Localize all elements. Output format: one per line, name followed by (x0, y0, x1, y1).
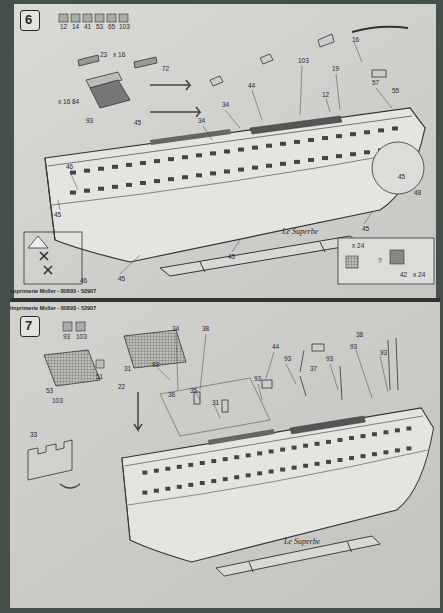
callout-number: 53 (46, 388, 53, 395)
callout-number: 65 (108, 24, 115, 31)
callout-number: 31 (124, 366, 131, 373)
hull-step7 (122, 408, 434, 576)
callout-number: 31 (212, 400, 219, 407)
callout-number: 103 (52, 398, 63, 405)
callout-number: 93 (254, 376, 261, 383)
callout-number: 55 (392, 88, 399, 95)
callout-number: 45 (398, 174, 405, 181)
callout-number: 93 (284, 356, 291, 363)
callout-number: 53 (96, 24, 103, 31)
step-number: 6 (21, 11, 39, 28)
callout-number: 33 (30, 432, 37, 439)
callout-number: x 16 (113, 52, 125, 59)
callout-number: 45 (118, 276, 125, 283)
callout-number: 103 (298, 58, 309, 65)
callout-number: 103 (76, 334, 87, 341)
callout-number: 23 (100, 52, 107, 59)
callout-number: 14 (72, 24, 79, 31)
callout-number: 34 (198, 118, 205, 125)
callout-number: x 24 (413, 272, 425, 279)
callout-number: 12 (322, 92, 329, 99)
step-number: 7 (21, 317, 39, 334)
callout-number: 103 (119, 24, 130, 31)
callout-number: 16 (352, 37, 359, 44)
printer-note: Imprimerie Moller - 80893 - 52907 (10, 289, 96, 295)
callout-number: 45 (54, 212, 61, 219)
callout-number: 45 (134, 120, 141, 127)
callout-number: 93 (350, 344, 357, 351)
callout-number: 48 (414, 190, 421, 197)
callout-number: 46 (66, 164, 73, 171)
step-number-box: 6 (20, 10, 40, 31)
callout-number: 46 (80, 278, 87, 285)
callout-number: 51 (96, 374, 103, 381)
callout-number: 41 (84, 24, 91, 31)
callout-number: 37 (310, 366, 317, 373)
callout-number: 35 (190, 388, 197, 395)
callout-number: 38 (202, 326, 209, 333)
callout-number: 36 (168, 392, 175, 399)
callout-number: x 24 (352, 243, 364, 250)
callout-number: 93 (63, 334, 70, 341)
ship-name: Le Superbe (284, 538, 320, 546)
ship-name: Le Superbe (282, 228, 318, 236)
callout-number: 22 (118, 384, 125, 391)
callout-number: 45 (228, 254, 235, 261)
callout-number: 12 (60, 24, 67, 31)
callout-number: 38 (356, 332, 363, 339)
callout-number: 44 (248, 83, 255, 90)
callout-number: 84 (72, 99, 79, 106)
printer-note: Imprimerie Moller - 80893 - 52907 (10, 306, 96, 312)
callout-number: 19 (332, 66, 339, 73)
page-top (14, 4, 436, 298)
callout-number: 34 (222, 102, 229, 109)
callout-number: 34 (172, 326, 179, 333)
callout-number: 72 (162, 66, 169, 73)
step-number-box: 7 (20, 316, 40, 337)
callout-number: 44 (272, 344, 279, 351)
callout-number: 93 (380, 350, 387, 357)
callout-number: 45 (362, 226, 369, 233)
callout-number: 93 (152, 362, 159, 369)
callout-number: ? (378, 258, 382, 265)
callout-number: 93 (326, 356, 333, 363)
callout-number: x 16 (58, 99, 70, 106)
callout-number: 93 (86, 118, 93, 125)
callout-number: 57 (372, 80, 379, 87)
callout-number: 42 (400, 272, 407, 279)
page-bottom (10, 302, 440, 608)
